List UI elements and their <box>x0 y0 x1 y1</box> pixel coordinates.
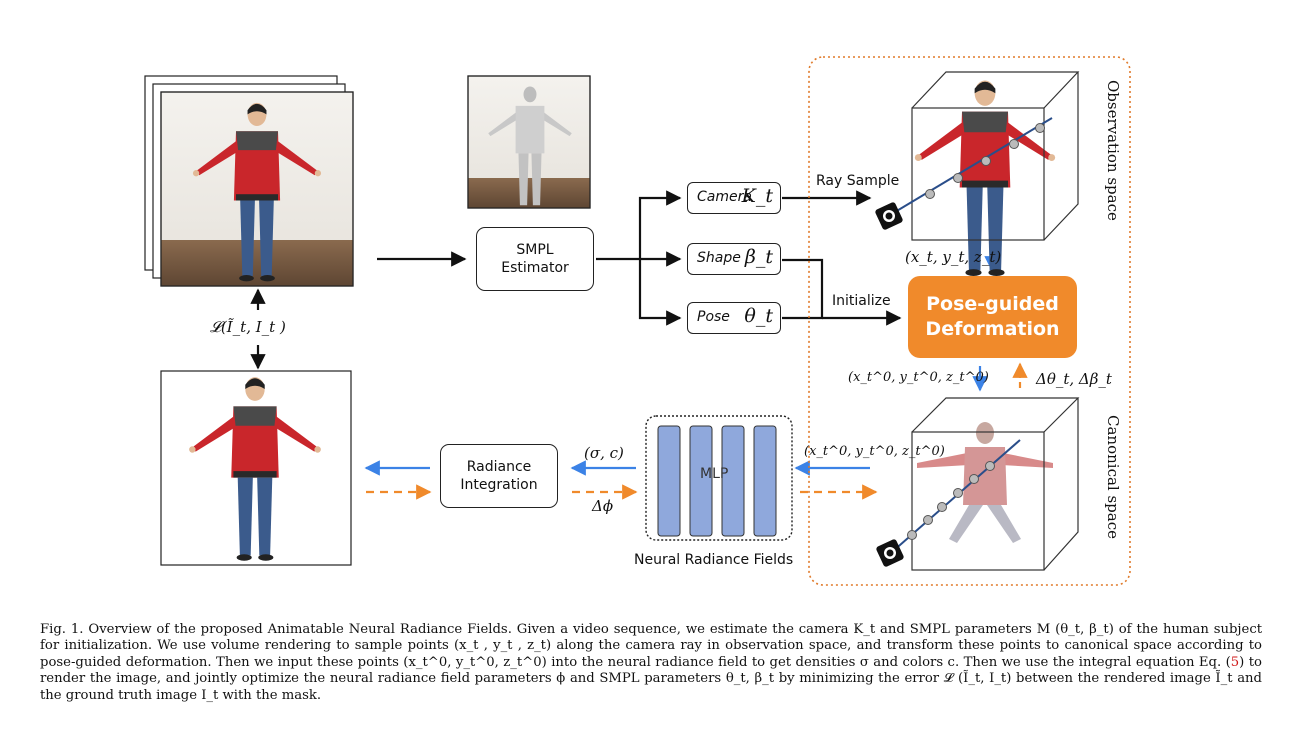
smpl-mesh-thumbnail <box>467 75 591 209</box>
shape-param-box: Shape β_t <box>687 243 781 275</box>
initialize-label: Initialize <box>832 293 891 309</box>
sigma-c-label: (σ, c) <box>584 444 624 462</box>
camera-icon <box>875 538 905 568</box>
space-container <box>808 56 1131 586</box>
smpl-estimator-box: SMPL Estimator <box>476 227 594 291</box>
pose-guided-line2: Deformation <box>925 318 1060 340</box>
caption-text-prefix: Fig. 1. Overview of the proposed Animata… <box>40 622 1262 670</box>
smpl-estimator-line1: SMPL <box>516 242 554 258</box>
shape-param-name: Shape <box>697 250 741 266</box>
flow-arrows <box>250 190 902 370</box>
camera-param-symbol: K_t <box>741 185 773 207</box>
render-arrows <box>364 243 1028 500</box>
radiance-integration-line1: Radiance <box>466 459 532 475</box>
radiance-integration-box: Radiance Integration <box>440 444 558 508</box>
loss-label: 𝓛(Ĩ_t, I_t ) <box>210 318 286 336</box>
figure-caption: Fig. 1. Overview of the proposed Animata… <box>40 622 1262 704</box>
canonical-space-cube <box>875 397 1080 571</box>
pose-param-symbol: θ_t <box>744 305 773 327</box>
pose-guided-deformation-box: Pose-guided Deformation <box>908 276 1077 358</box>
pose-guided-line1: Pose-guided <box>926 293 1059 315</box>
camera-param-name: Camera <box>697 189 752 205</box>
mlp-label: MLP <box>700 466 729 482</box>
observation-coords-label: (x_t, y_t, z_t) <box>905 248 1002 266</box>
camera-icon <box>874 201 904 231</box>
input-image-stack <box>144 75 354 287</box>
caption-text-suffix: ) to render the image, and jointly optim… <box>40 654 1263 703</box>
mlp-block <box>645 415 793 541</box>
camera-param-box: Camera K_t <box>687 182 781 214</box>
smpl-estimator-line2: Estimator <box>501 260 569 276</box>
ray-sample-label: Ray Sample <box>816 173 900 189</box>
observation-space-label: Observation space <box>1104 80 1122 221</box>
shape-param-symbol: β_t <box>744 246 773 268</box>
radiance-integration-line2: Integration <box>460 477 538 493</box>
observation-space-cube <box>874 71 1080 277</box>
pose-param-name: Pose <box>697 309 730 325</box>
canonical-space-label: Canonical space <box>1104 415 1122 539</box>
delta-phi-label: Δϕ <box>592 497 614 515</box>
canonical-coords-mlp-label: (x_t^0, y_t^0, z_t^0) <box>804 444 945 459</box>
animatable-nerf-diagram <box>144 56 1131 586</box>
neural-radiance-fields-label: Neural Radiance Fields <box>634 552 794 568</box>
rendered-image <box>160 370 352 566</box>
equation-reference-link[interactable]: 5 <box>1230 654 1240 670</box>
delta-params-label: Δθ_t, Δβ_t <box>1036 370 1112 388</box>
pose-param-box: Pose θ_t <box>687 302 781 334</box>
canonical-coords-left-label: (x_t^0, y_t^0, z_t^0) <box>848 370 989 385</box>
